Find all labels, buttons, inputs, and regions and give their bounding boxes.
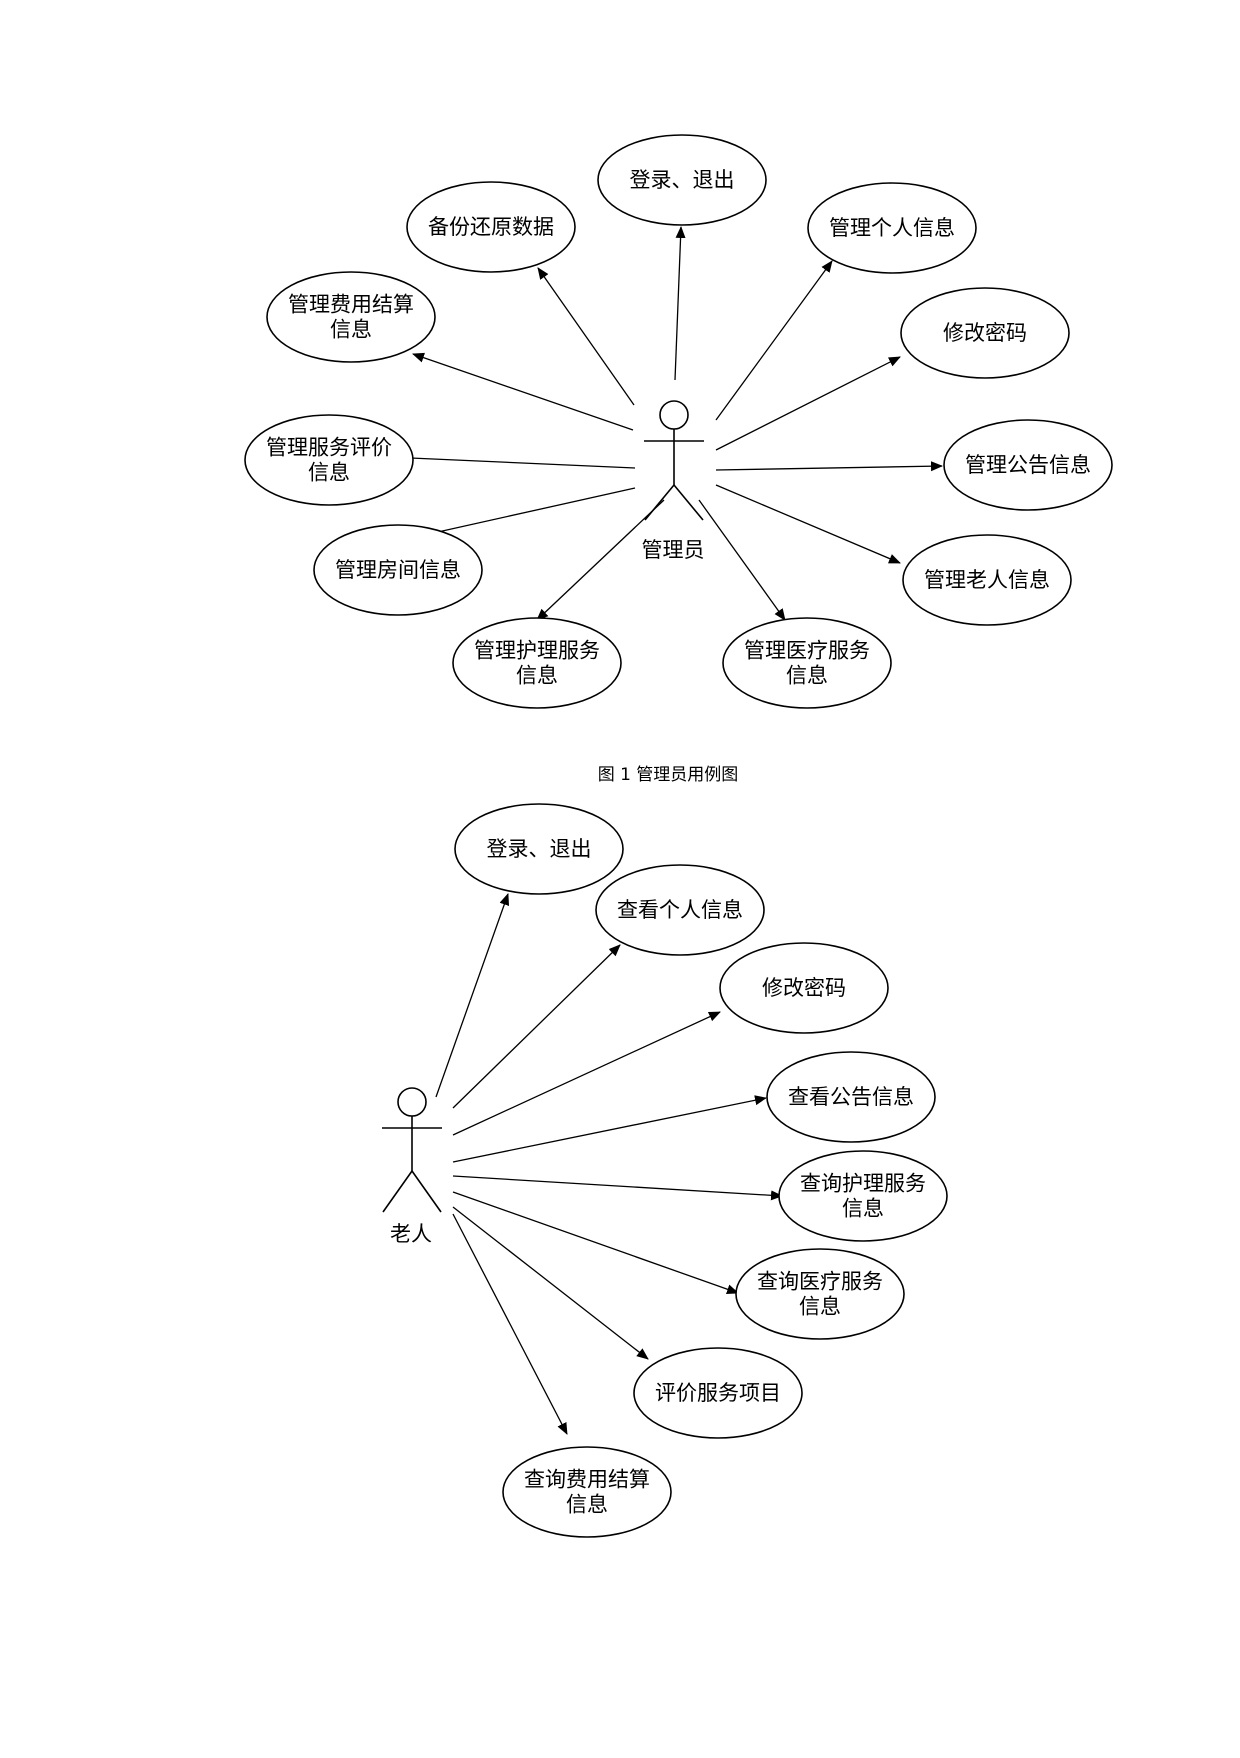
use-case-ellipse [266,271,436,363]
use-case-label: 登录、退出 [630,168,735,192]
use-case: 登录、退出 [597,134,767,381]
association-arrow [452,1213,568,1435]
use-case-ellipse [597,134,767,226]
use-case-label: 管理费用结算 [288,293,414,317]
use-case-label: 管理房间信息 [335,558,461,582]
actor-label: 老人 [390,1222,432,1246]
use-case-label: 查询医疗服务 [757,1270,883,1294]
actor-figure [644,400,704,521]
use-case-ellipse [719,942,889,1034]
actor-figure [382,1087,442,1213]
use-case-label: 登录、退出 [487,837,592,861]
association-arrow [674,226,686,381]
association-arrow [452,1175,783,1201]
association-arrow [536,499,665,621]
use-case: 登录、退出 [435,803,624,1098]
use-case: 备份还原数据 [406,181,635,406]
association-arrow [452,1206,649,1360]
association-arrow [412,352,634,431]
association-arrow [537,267,635,406]
use-case-label: 信息 [308,461,350,485]
use-case-ellipse [943,419,1113,511]
use-case-ellipse [452,617,622,709]
admin-use-case-diagram: 登录、退出备份还原数据管理个人信息管理费用结算信息修改密码管理服务评价信息管理公… [244,134,1113,709]
elder-use-case-diagram: 登录、退出查看个人信息修改密码查看公告信息查询护理服务信息查询医疗服务信息评价服… [382,803,948,1538]
association-arrow [435,893,510,1098]
use-case-ellipse [778,1150,948,1242]
actor-right-leg [411,1170,442,1213]
use-case: 管理公告信息 [715,419,1113,511]
association-arrow [715,461,943,472]
association-arrow [715,356,901,451]
use-case: 查看公告信息 [452,1051,936,1163]
actor-label: 管理员 [642,538,705,562]
use-case-ellipse [313,524,483,616]
actor-right-leg [673,484,704,521]
use-case-label: 管理护理服务 [474,639,600,663]
association-arrow [452,1095,767,1163]
use-case-label: 管理公告信息 [965,453,1091,477]
use-case-ellipse [735,1248,905,1340]
use-case: 管理个人信息 [715,182,977,421]
association-arrow [452,1191,739,1295]
use-case-ellipse [595,864,765,956]
use-case-label: 信息 [842,1197,884,1221]
use-case: 修改密码 [715,287,1070,451]
use-case-label: 管理老人信息 [924,568,1050,592]
use-case-ellipse [502,1446,672,1538]
actor-head [397,1087,427,1117]
actor-left-leg [382,1170,413,1213]
actor-left-leg [644,484,675,521]
use-case-label: 查询费用结算 [524,1468,650,1492]
use-case-label: 评价服务项目 [655,1381,781,1405]
use-case-label: 信息 [786,664,828,688]
association-arrow [452,944,621,1109]
use-case: 查看个人信息 [452,864,765,1109]
use-case-ellipse [406,181,576,273]
use-case-label: 管理医疗服务 [744,639,870,663]
use-case: 评价服务项目 [452,1206,803,1439]
association-arrow [698,499,786,621]
use-case-label: 管理服务评价 [266,436,392,460]
use-case-ellipse [454,803,624,895]
figure1-caption: 图 1 管理员用例图 [598,765,739,785]
use-case-label: 信息 [516,664,558,688]
use-case-label: 查看公告信息 [788,1085,914,1109]
association-arrow [715,484,901,564]
use-case: 管理房间信息 [313,487,636,616]
use-case-ellipse [902,534,1072,626]
use-case: 修改密码 [452,942,889,1136]
use-case-label: 修改密码 [762,976,846,1000]
use-case-ellipse [633,1347,803,1439]
use-case-label: 信息 [330,318,372,342]
use-case-ellipse [807,182,977,274]
association-arrow [715,260,833,421]
use-case-label: 查看个人信息 [617,898,743,922]
use-case-label: 查询护理服务 [800,1172,926,1196]
use-case-ellipse [766,1051,936,1143]
use-case-ellipse [900,287,1070,379]
use-case-label: 信息 [566,1493,608,1517]
use-case-ellipse [244,414,414,506]
association-arrow [452,1011,721,1136]
association-arrow [410,487,636,541]
association-arrow [387,452,636,469]
use-case-label: 备份还原数据 [428,215,554,239]
actor-head [659,400,689,430]
use-case-ellipse [722,617,892,709]
use-case-label: 信息 [799,1295,841,1319]
use-case: 管理老人信息 [715,484,1072,626]
use-case-label: 管理个人信息 [829,216,955,240]
use-case-label: 修改密码 [943,321,1027,345]
